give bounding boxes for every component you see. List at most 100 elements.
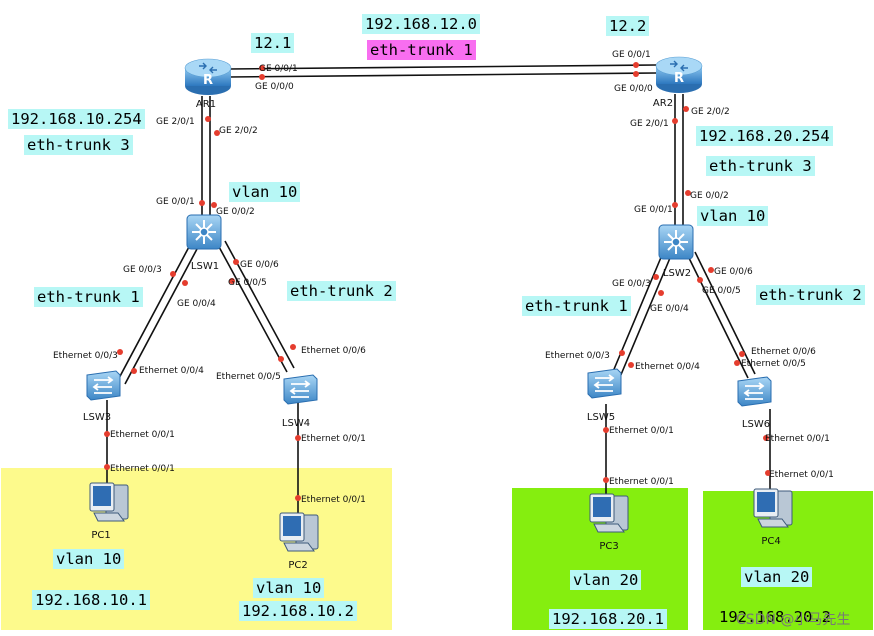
pc3-ip-label: 192.168.20.1 (549, 609, 667, 629)
router-icon (184, 58, 232, 96)
pc1-vlan-label: vlan 10 (53, 549, 125, 569)
device-label: LSW1 (191, 261, 219, 272)
port-label: Ethernet 0/0/6 (751, 347, 816, 357)
link-lsw2-lsw5-b (619, 257, 671, 378)
pc-icon (589, 493, 629, 533)
link-lsw2-lsw6-a (687, 255, 749, 379)
device-label: PC4 (761, 536, 780, 547)
port-label: GE 0/0/5 (702, 286, 741, 296)
switch-lsw5[interactable]: LSW5 (587, 368, 622, 423)
link-lsw1-lsw4-a (217, 244, 288, 373)
links (106, 64, 771, 513)
pc2-ip-label: 192.168.10.2 (239, 601, 357, 621)
link-lsw1-lsw3-a (117, 244, 191, 381)
port-label: Ethernet 0/0/5 (216, 372, 281, 382)
port-label: GE 0/0/0 (614, 84, 653, 94)
network-label-12: 192.168.12.0 (362, 14, 480, 34)
ar1-lan-ip-label: 192.168.10.254 (8, 109, 145, 129)
port-label: Ethernet 0/0/1 (769, 470, 834, 480)
ar2-ip-label: 12.2 (606, 16, 650, 36)
link-lsw2-lsw6-b (694, 251, 756, 375)
port-label: Ethernet 0/0/1 (609, 477, 674, 487)
port-label: GE 0/0/0 (255, 82, 294, 92)
port-label: Ethernet 0/0/1 (301, 434, 366, 444)
link-lsw1-lsw3-b (124, 248, 198, 385)
port-labels: GE 0/0/1 GE 0/0/0 GE 0/0/1 GE 0/0/0 GE 2… (53, 50, 834, 505)
lsw2-vlan-label: vlan 10 (697, 206, 769, 226)
lsw2-trunk2-label: eth-trunk 2 (756, 285, 865, 305)
device-label: PC1 (91, 530, 110, 541)
port-label: Ethernet 0/0/4 (139, 366, 204, 376)
lsw1-trunk2-label: eth-trunk 2 (287, 281, 396, 301)
port-label: Ethernet 0/0/6 (301, 346, 366, 356)
switch-lsw6[interactable]: LSW6 (737, 376, 772, 430)
switch-lsw2[interactable]: LSW2 (658, 224, 694, 279)
device-label: LSW6 (742, 419, 770, 430)
device-label: LSW3 (83, 412, 111, 423)
l2-switch-icon (86, 370, 121, 401)
port-label: GE 0/0/6 (714, 267, 753, 277)
port-label: GE 2/0/2 (219, 126, 258, 136)
port-label: Ethernet 0/0/1 (110, 430, 175, 440)
router-icon (655, 56, 703, 94)
lsw1-trunk1-label: eth-trunk 1 (34, 287, 143, 307)
router-ar2[interactable]: AR2 (653, 56, 703, 109)
port-label: Ethernet 0/0/4 (635, 362, 700, 372)
pc-pc4[interactable]: PC4 (753, 488, 793, 547)
port-label: GE 0/0/3 (123, 265, 162, 275)
port-dots (104, 62, 771, 501)
device-label: LSW4 (282, 418, 310, 429)
watermark: CSDN @小马先生 (736, 612, 851, 628)
port-label: GE 0/0/3 (612, 279, 651, 289)
pc4-vlan-label: vlan 20 (741, 567, 813, 587)
pc-pc3[interactable]: PC3 (589, 493, 629, 552)
port-label: Ethernet 0/0/1 (301, 495, 366, 505)
trunk-label-top: eth-trunk 1 (367, 40, 476, 60)
pc1-ip-label: 192.168.10.1 (32, 590, 150, 610)
link-ar1-ar2-b (227, 72, 657, 78)
ar1-ip-label: 12.1 (251, 33, 295, 53)
pc3-vlan-label: vlan 20 (570, 570, 642, 590)
pc2-vlan-label: vlan 10 (253, 578, 325, 598)
l2-switch-icon (737, 376, 772, 407)
port-label: GE 2/0/1 (630, 119, 669, 129)
switch-lsw3[interactable]: LSW3 (83, 370, 121, 423)
port-label: GE 2/0/1 (156, 117, 195, 127)
pc4-ip-label: 192.168.20.2 (719, 608, 831, 626)
port-label: GE 0/0/2 (216, 207, 255, 217)
port-label: GE 0/0/1 (634, 205, 673, 215)
pc-icon (753, 488, 793, 528)
pc-icon (279, 512, 319, 552)
switch-lsw4[interactable]: LSW4 (282, 374, 318, 429)
port-label: GE 0/0/1 (156, 197, 195, 207)
port-label: Ethernet 0/0/3 (545, 351, 610, 361)
device-label: AR2 (653, 98, 673, 109)
ar2-trunk-label: eth-trunk 3 (706, 156, 815, 176)
ar2-lan-ip-label: 192.168.20.254 (696, 126, 833, 146)
switch-lsw1[interactable]: LSW1 (186, 214, 222, 272)
device-label: PC3 (599, 541, 618, 552)
lsw1-vlan-label: vlan 10 (229, 182, 301, 202)
port-label: GE 0/0/5 (228, 278, 267, 288)
l2-switch-icon (283, 374, 318, 405)
router-ar1[interactable]: AR1 (184, 58, 232, 110)
port-label: Ethernet 0/0/1 (110, 464, 175, 474)
port-label: Ethernet 0/0/5 (741, 359, 806, 369)
port-label: Ethernet 0/0/1 (609, 426, 674, 436)
pc-pc1[interactable]: PC1 (89, 482, 129, 541)
pc-pc2[interactable]: PC2 (279, 512, 319, 571)
device-label: LSW2 (663, 268, 691, 279)
device-label: PC2 (288, 560, 307, 571)
l2-switch-icon (587, 368, 622, 399)
link-ar1-ar2-a (227, 64, 657, 70)
lsw2-trunk1-label: eth-trunk 1 (522, 296, 631, 316)
port-label: GE 0/0/1 (612, 50, 651, 60)
port-label: GE 0/0/1 (259, 64, 298, 74)
pc-icon (89, 482, 129, 522)
port-label: Ethernet 0/0/1 (765, 434, 830, 444)
port-label: Ethernet 0/0/3 (53, 351, 118, 361)
l3-switch-icon (186, 214, 222, 250)
port-label: GE 0/0/2 (690, 191, 729, 201)
device-label: AR1 (196, 99, 216, 110)
